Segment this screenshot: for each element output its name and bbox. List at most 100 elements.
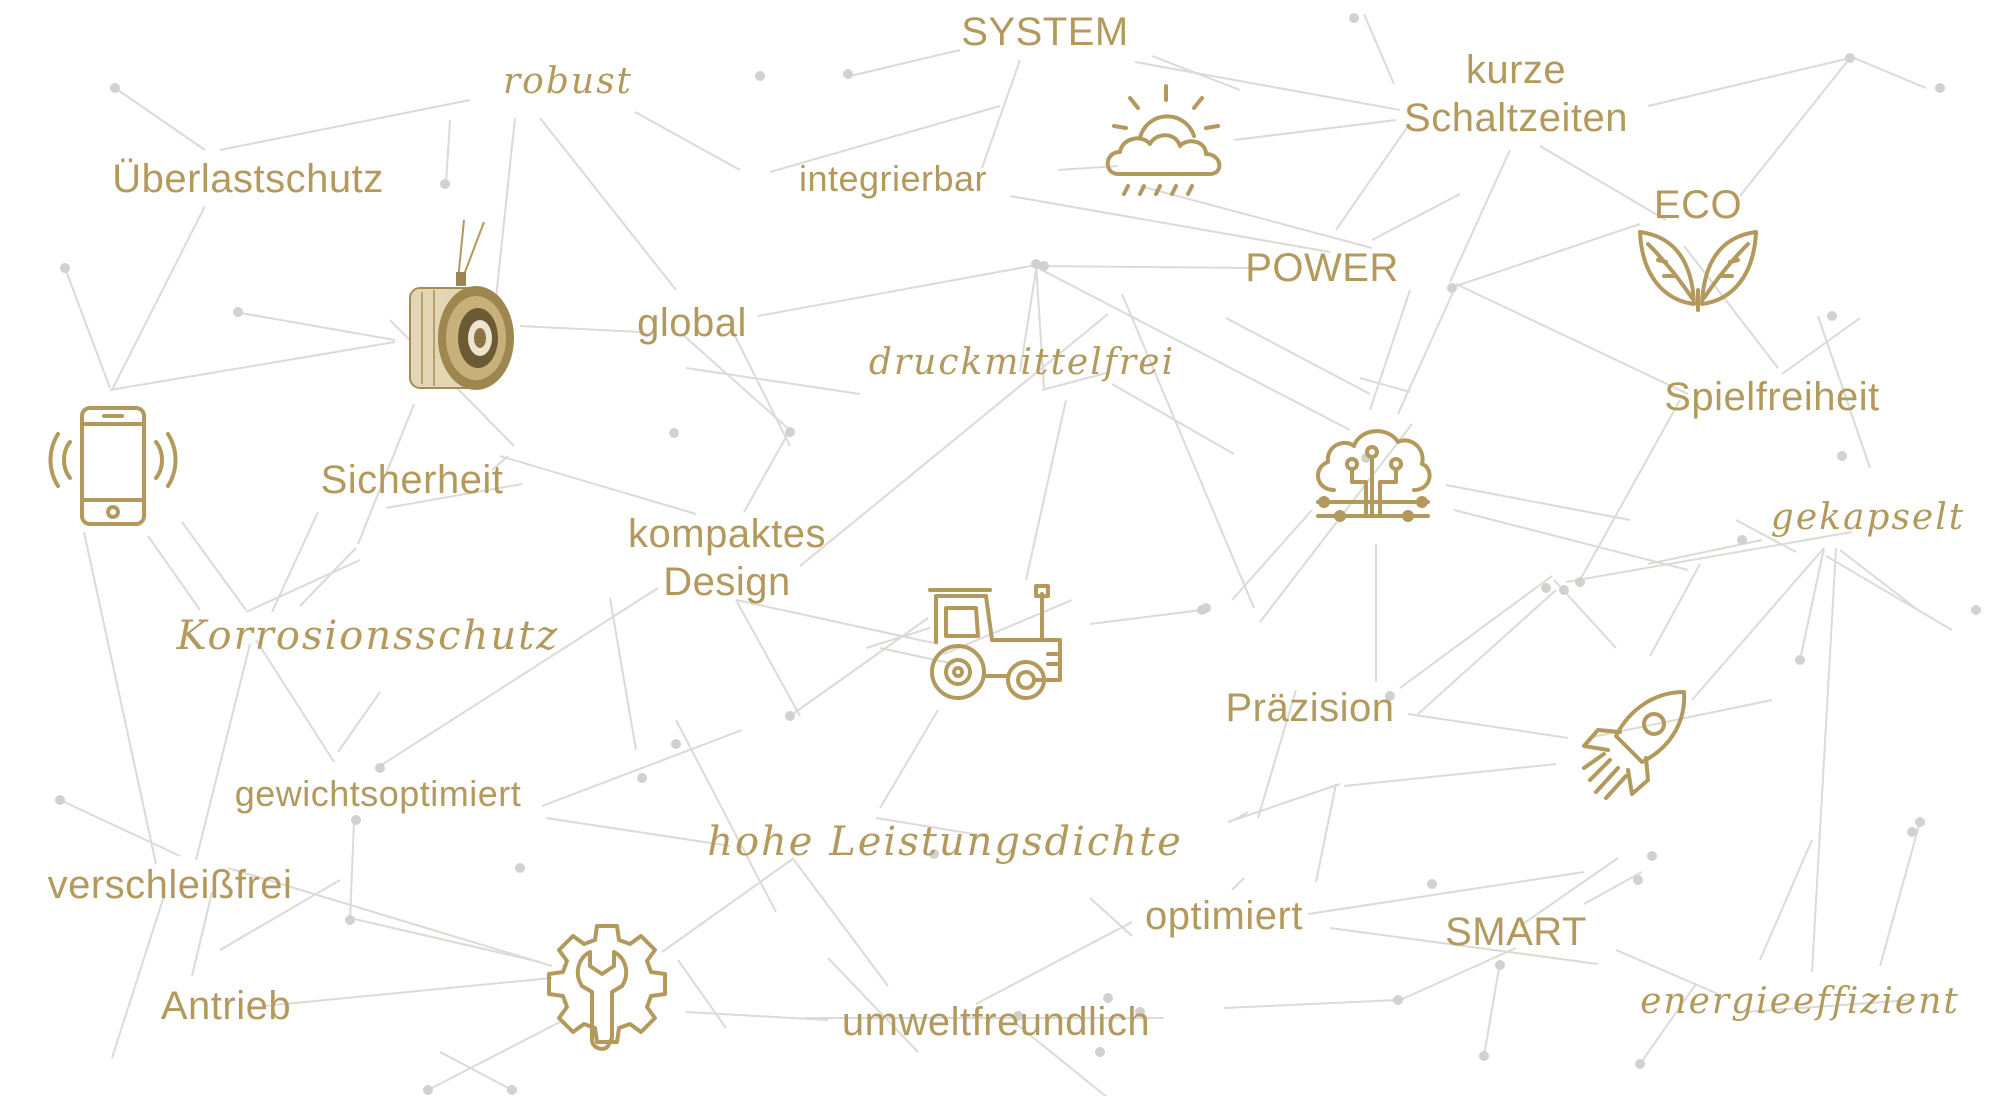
network-line <box>1739 57 1851 197</box>
network-dot <box>1385 691 1395 701</box>
network-line <box>1799 547 1825 661</box>
network-line <box>875 817 987 837</box>
network-line <box>1227 783 1341 823</box>
network-line <box>219 99 471 151</box>
leaves-eco-icon <box>1636 226 1760 312</box>
network-line <box>1041 371 1111 391</box>
network-line <box>227 867 553 967</box>
network-line <box>1369 289 1411 411</box>
network-line <box>1013 1021 1109 1099</box>
network-line <box>1519 857 1619 927</box>
keyword-ueberlastschutz: Überlastschutz <box>112 157 384 201</box>
network-line <box>789 617 929 717</box>
network-dot <box>1907 827 1917 837</box>
network-dot <box>1845 53 1855 63</box>
network-line <box>1483 961 1501 1057</box>
network-dot <box>345 915 355 925</box>
network-line <box>1019 269 1037 373</box>
network-line <box>1225 317 1371 395</box>
network-line <box>733 333 791 447</box>
network-line <box>1121 293 1255 609</box>
network-dot <box>1541 583 1551 593</box>
network-line <box>495 117 516 299</box>
network-line <box>1445 484 1631 521</box>
network-dot <box>60 263 70 273</box>
gear-wrench-icon <box>542 920 672 1056</box>
network-dot <box>1635 1059 1645 1069</box>
keyword-sicherheit: Sicherheit <box>320 458 504 502</box>
network-line <box>255 639 335 763</box>
keyword-global: global <box>637 301 747 345</box>
network-line <box>1879 821 1921 967</box>
keyword-gekapselt: gekapselt <box>1770 497 1966 538</box>
network-line <box>114 87 206 151</box>
network-dot <box>1135 1007 1145 1017</box>
network-dot <box>351 815 361 825</box>
network-line <box>541 729 743 807</box>
network-dot <box>1393 995 1403 1005</box>
keyword-robust: robust <box>502 61 634 102</box>
network-line <box>299 547 357 607</box>
network-line <box>337 691 381 753</box>
network-line <box>1745 999 1913 1013</box>
network-line <box>1839 549 1919 611</box>
smartphone-icon <box>48 404 178 528</box>
keyword-power: POWER <box>1245 246 1399 290</box>
network-line <box>1257 689 1297 819</box>
network-line <box>271 511 319 613</box>
network-line <box>234 311 396 341</box>
network-line <box>349 917 541 963</box>
network-line <box>111 205 206 391</box>
keyword-druckmittelfrei: druckmittelfrei <box>868 342 1176 383</box>
network-line <box>195 643 251 861</box>
network-line <box>1417 589 1557 715</box>
network-line <box>245 559 361 613</box>
network-line <box>735 599 939 645</box>
network-dot <box>1737 535 1747 545</box>
network-line <box>685 1011 829 1021</box>
network-dot <box>375 763 385 773</box>
network-dot <box>1915 817 1925 827</box>
network-line <box>677 959 727 1029</box>
network-line <box>1329 927 1599 965</box>
network-dot <box>1447 283 1457 293</box>
network-line <box>1231 877 1245 891</box>
network-line <box>1735 519 1797 553</box>
network-dot <box>55 795 65 805</box>
keyword-optimiert: optimiert <box>1145 894 1303 938</box>
network-line <box>445 119 451 185</box>
network-dot <box>507 1085 517 1095</box>
network-line <box>1037 267 1351 431</box>
rocket-icon <box>1576 688 1690 810</box>
network-line <box>1647 57 1851 107</box>
keyword-kurze-schaltzeiten: kurze Schaltzeiten <box>1404 48 1628 140</box>
network-line <box>1407 713 1569 739</box>
network-dot <box>669 428 679 438</box>
network-line <box>1139 185 1373 249</box>
network-dot <box>785 427 795 437</box>
keyword-umweltfreundlich: umweltfreundlich <box>841 1000 1151 1044</box>
network-dot <box>233 307 243 317</box>
network-line <box>545 817 731 847</box>
network-dot <box>110 83 120 93</box>
network-line <box>191 891 213 977</box>
clutch-brake-icon <box>400 216 520 396</box>
network-line <box>1449 149 1511 283</box>
network-line <box>1455 223 1641 287</box>
network-dot <box>637 773 647 783</box>
network-line <box>1363 13 1395 85</box>
network-line <box>769 105 1001 173</box>
network-dot <box>1197 605 1207 615</box>
network-line <box>1691 547 1825 701</box>
network-line <box>539 117 677 291</box>
network-dot <box>515 863 525 873</box>
network-dot <box>1575 577 1585 587</box>
cloud-network-icon <box>1310 420 1436 530</box>
network-line <box>1825 555 1953 631</box>
network-line <box>879 709 939 809</box>
network-line <box>879 647 955 665</box>
network-line <box>1455 283 1689 395</box>
keyword-smart: SMART <box>1445 910 1587 954</box>
network-line <box>681 333 793 433</box>
